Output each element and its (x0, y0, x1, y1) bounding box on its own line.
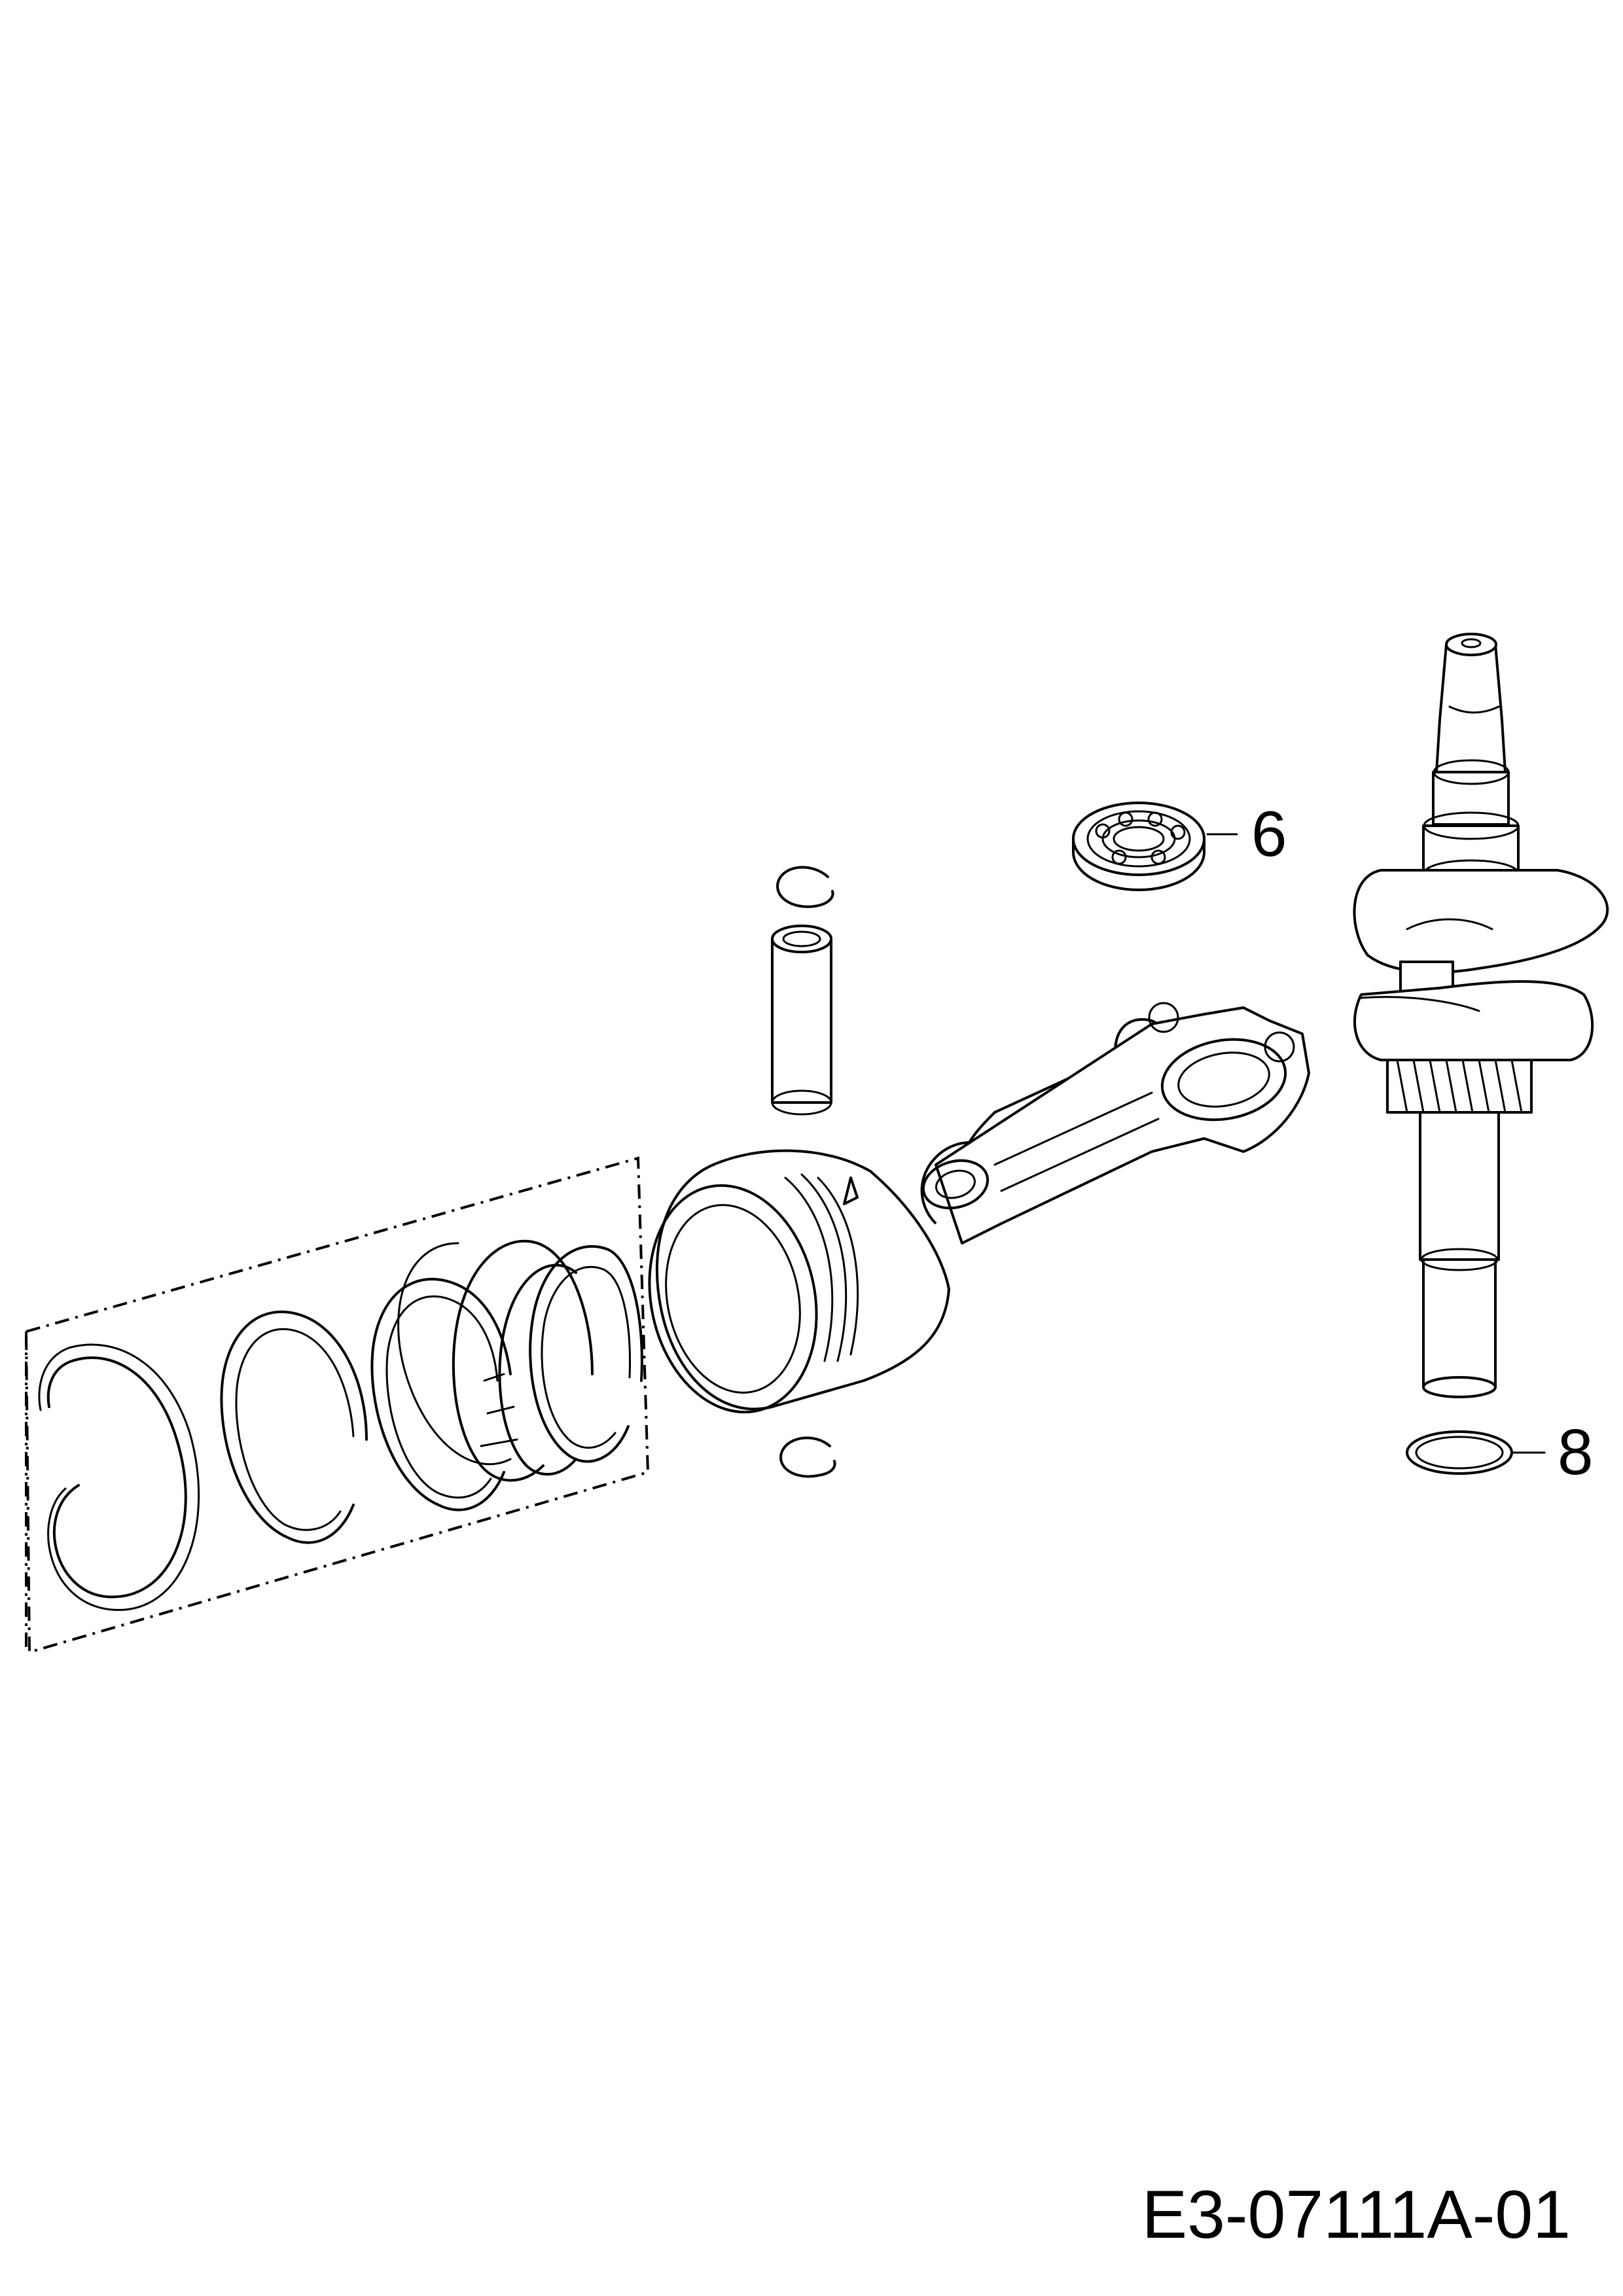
circlip-bottom (779, 1436, 836, 1478)
ball-bearing (1072, 802, 1205, 891)
piston-ring-1 (38, 1343, 200, 1611)
callout-8-label: 8 (1558, 1416, 1594, 1488)
callout-6-label: 6 (1251, 798, 1287, 870)
crankshaft (1353, 633, 1609, 1398)
callout-8: 8 (1512, 1416, 1594, 1488)
thrust-ring (1406, 1430, 1513, 1475)
connecting-rod (920, 1002, 1310, 1245)
piston-ring-4 (452, 1239, 594, 1482)
piston-ring-3 (370, 1242, 512, 1511)
drawing-code: E3-07111A-01 (1142, 2177, 1571, 2253)
circlip-top (776, 866, 834, 908)
piston-ring-set (24, 1156, 650, 1654)
piston-ring-5 (529, 1245, 643, 1463)
callout-6: 6 (1206, 798, 1287, 870)
piston (648, 1149, 950, 1414)
piston-pin (771, 925, 832, 1116)
piston-ring-2 (220, 1311, 368, 1544)
